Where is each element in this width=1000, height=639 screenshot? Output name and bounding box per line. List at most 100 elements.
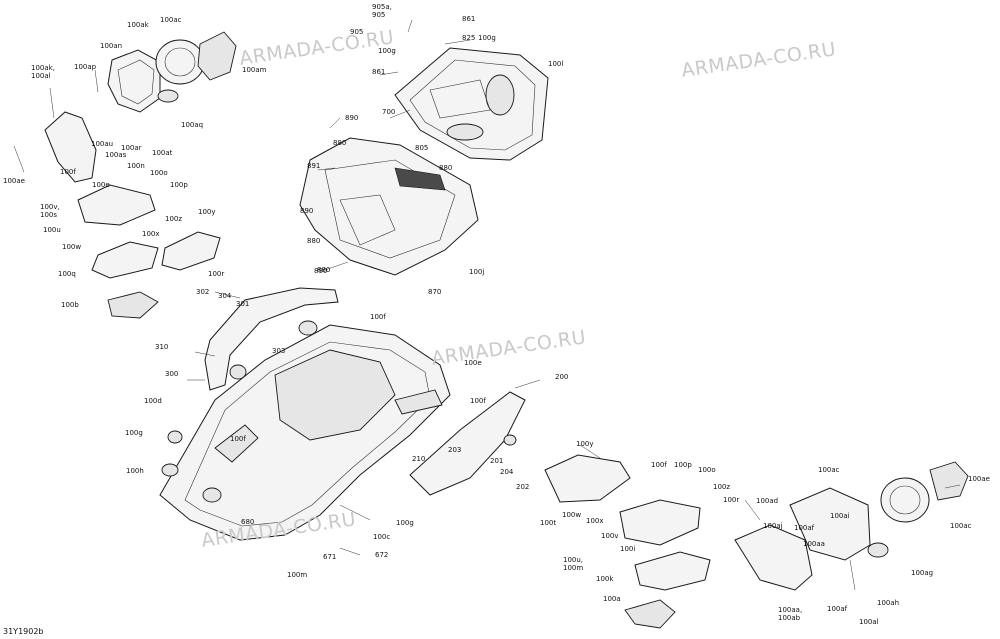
callout-label: 100x — [586, 517, 604, 525]
callout-label: 100f — [470, 397, 486, 405]
callout-label: 100f — [651, 461, 667, 469]
callout-label: 100d — [144, 397, 162, 405]
callout-label: 100l — [548, 60, 564, 68]
callout-label: 100al — [859, 618, 879, 626]
callout-label: 100aq — [181, 121, 204, 129]
callout-label: 210 — [412, 455, 426, 463]
callout-label: 100ak — [127, 21, 149, 29]
grab-handle — [204, 287, 339, 391]
callout-label: 100f — [230, 435, 246, 443]
callout-label: 880 — [439, 164, 453, 172]
callout-label: 100r — [723, 496, 740, 504]
main-body-panel — [159, 324, 451, 541]
callout-label: 100y — [576, 440, 594, 448]
callout-label: 890 — [314, 267, 328, 275]
callout-label: 100p — [170, 181, 188, 189]
callout-label: 304 — [218, 292, 232, 300]
callout-label: 861 — [372, 68, 386, 76]
console-frame — [299, 137, 479, 276]
callout-label: 302 — [196, 288, 210, 296]
callout-label: 672 — [375, 551, 389, 559]
callout-label: 100f — [370, 313, 386, 321]
callout-label: 100ak,100al — [31, 64, 55, 80]
callout-label: 100an — [100, 42, 123, 50]
callout-label: 100ar — [121, 144, 142, 152]
callout-label: 100v — [601, 532, 619, 540]
callout-label: 100m — [287, 571, 308, 579]
callout-label: 100ai — [830, 512, 850, 520]
callout-label: 100ac — [950, 522, 972, 530]
callout-label: 671 — [323, 553, 337, 561]
callout-label: 100t — [540, 519, 557, 527]
callout-label: 100u,100m — [563, 556, 584, 572]
callout-label: 204 — [500, 468, 514, 476]
callout-label: 100g — [378, 47, 396, 55]
right-bracket-assembly — [544, 454, 711, 629]
callout-label: 100aa,100ab — [778, 606, 803, 622]
callout-label: 805 — [415, 144, 429, 152]
callout-label: 100aj — [763, 522, 783, 530]
callout-label: 880 — [307, 237, 321, 245]
callout-label: 300 — [165, 370, 179, 378]
callout-label: 891 — [307, 162, 321, 170]
intake-assembly-right — [734, 461, 969, 591]
callout-label: 100am — [242, 66, 267, 74]
callout-label: 100ac — [818, 466, 840, 474]
callout-label: 100g — [396, 519, 414, 527]
callout-label: 100f — [60, 168, 76, 176]
callout-label: 100c — [373, 533, 391, 541]
leader-lines — [13, 19, 961, 591]
callout-label: 100h — [126, 467, 144, 475]
callout-label: 310 — [155, 343, 169, 351]
callout-label: 100i — [620, 545, 636, 553]
callout-label: 890 — [300, 207, 314, 215]
callout-label: 303 — [272, 347, 286, 355]
callout-label: 100e — [92, 181, 110, 189]
callout-label: 100v,100s — [40, 203, 60, 219]
callout-label: 100n — [127, 162, 145, 170]
intake-assembly — [44, 31, 237, 183]
callout-label: 100w — [62, 243, 82, 251]
callout-label: 200 — [555, 373, 569, 381]
left-bracket-assembly — [77, 184, 221, 319]
callout-label: 100ae — [968, 475, 990, 483]
callout-label: 100ad — [756, 497, 779, 505]
callout-label: 861 — [462, 15, 476, 23]
figure-id: 31Y1902b — [3, 627, 44, 636]
callout-label: 100u — [43, 226, 61, 234]
callout-label: 100at — [152, 149, 173, 157]
callout-label: 870 — [428, 288, 442, 296]
callout-label: 880 — [333, 139, 347, 147]
callout-label: 100ag — [911, 569, 934, 577]
callout-label: 100o — [150, 169, 168, 177]
callout-label: 203 — [448, 446, 462, 454]
callout-label: 100g — [478, 34, 496, 42]
callout-label: 100af — [827, 605, 848, 613]
callout-label: 100af — [794, 524, 815, 532]
callout-label: 100o — [698, 466, 716, 474]
callout-label: 201 — [490, 457, 504, 465]
callout-label: 100a — [603, 595, 621, 603]
callout-label: 700 — [382, 108, 396, 116]
callout-label: 100aa — [803, 540, 825, 548]
callout-label: 100ae — [3, 177, 25, 185]
callout-label: 301 — [236, 300, 250, 308]
callout-label: 100as — [105, 151, 127, 159]
callout-label: 100q — [58, 270, 76, 278]
callout-label: 100k — [596, 575, 614, 583]
callout-label: 202 — [516, 483, 530, 491]
callout-label: 100r — [208, 270, 225, 278]
side-trim-piece — [409, 391, 526, 496]
callout-label: 905 — [350, 28, 364, 36]
callout-label: 905a,905 — [372, 3, 392, 19]
callout-label: 890 — [345, 114, 359, 122]
callout-label: 825 — [462, 34, 476, 42]
callout-label: 100z — [713, 483, 731, 491]
callout-label: 100au — [91, 140, 114, 148]
callout-label: 880 — [317, 266, 331, 274]
callout-label: 100p — [674, 461, 692, 469]
callout-label: 100ac — [160, 16, 182, 24]
callout-label: 100ap — [74, 63, 97, 71]
